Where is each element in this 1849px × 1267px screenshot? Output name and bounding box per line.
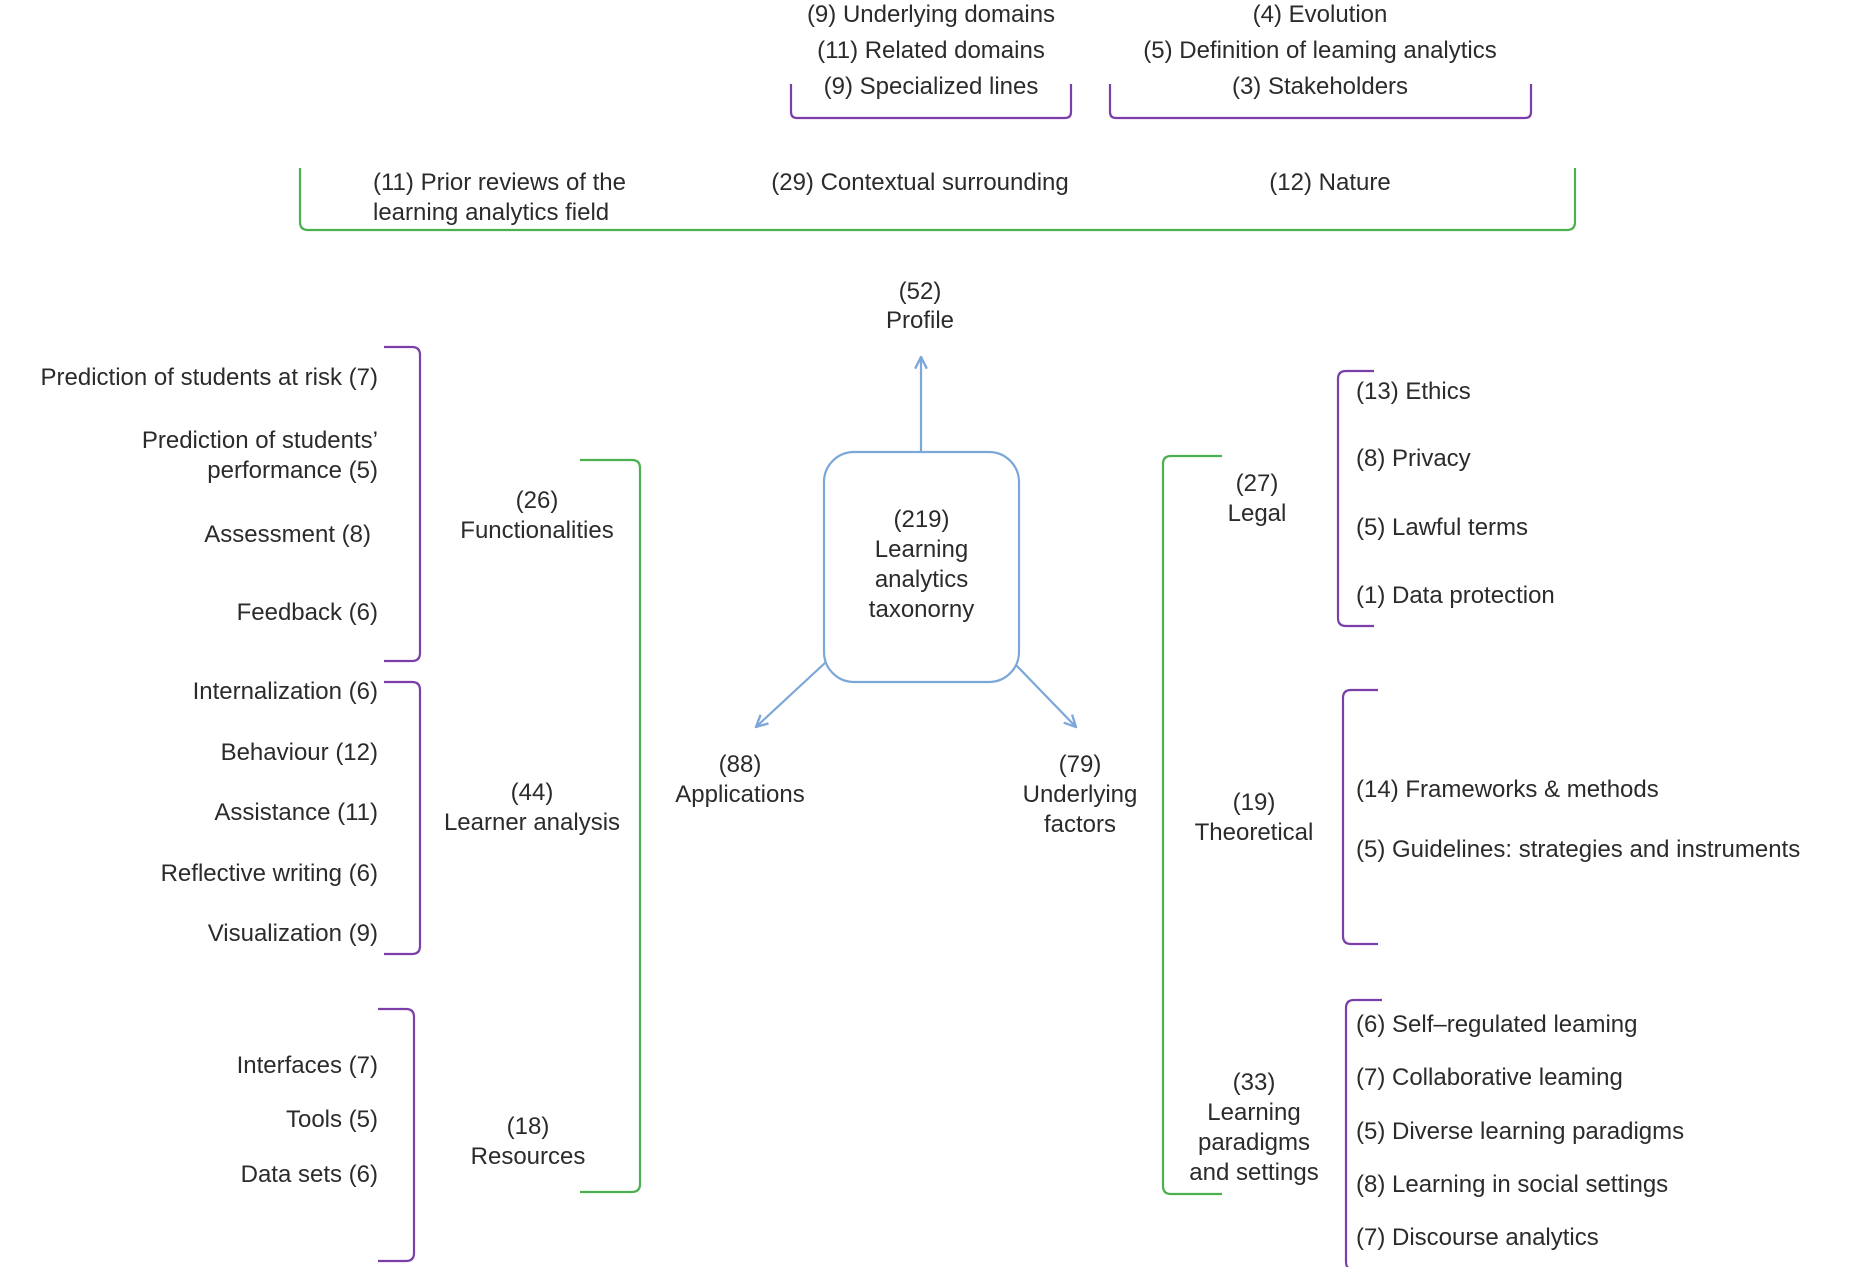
profile-label: Profile — [885, 307, 955, 334]
functionality-item: Prediction of students at risk (7) — [40, 364, 378, 391]
legal-item: (1) Data protection — [1356, 582, 1555, 609]
bracket-profile — [298, 168, 1577, 232]
functionality-item: Prediction of students’ — [141, 427, 378, 454]
paradigm-item: (8) Learning in social settings — [1356, 1171, 1669, 1198]
functionalities-label: Functionalities — [460, 517, 614, 544]
contextual-label: (29) Contextual surrounding — [771, 169, 1069, 196]
bracket-learner-analysis — [384, 680, 422, 956]
bracket-resources — [378, 1007, 416, 1263]
arrow-to-underlying — [1015, 664, 1076, 727]
bracket-legal — [1336, 369, 1374, 628]
nature-item: (4) Evolution — [1252, 1, 1388, 28]
paradigm-item: (5) Diverse learning paradigms — [1356, 1118, 1685, 1145]
bracket-paradigms — [1344, 998, 1382, 1267]
paradigms-count: (33) — [1232, 1069, 1276, 1096]
legal-item: (5) Lawful terms — [1356, 514, 1529, 541]
prior-reviews-label: (11) Prior reviews of the — [373, 169, 626, 196]
underlying-label: factors — [1043, 811, 1117, 838]
functionality-item: performance (5) — [207, 457, 378, 484]
theoretical-count: (19) — [1232, 789, 1276, 816]
learner-analysis-item: Internalization (6) — [192, 678, 378, 705]
legal-count: (27) — [1235, 470, 1279, 497]
resources-label: Resources — [470, 1143, 586, 1170]
resource-item: Tools (5) — [285, 1106, 378, 1133]
center-label: taxonorny — [868, 596, 975, 623]
underlying-label: Underlying — [1022, 781, 1138, 808]
nature-label: (12) Nature — [1269, 169, 1391, 196]
contextual-item: (9) Underlying domains — [806, 1, 1056, 28]
paradigm-item: (6) Self–regulated leaming — [1356, 1011, 1638, 1038]
learner-analysis-item: Reflective writing (6) — [160, 860, 378, 887]
theoretical-item: (14) Frameworks & methods — [1356, 776, 1659, 803]
bracket-theoretical — [1341, 688, 1378, 946]
paradigms-label: Learning — [1207, 1099, 1301, 1126]
legal-label: Legal — [1227, 500, 1287, 527]
theoretical-label: Theoretical — [1194, 819, 1314, 846]
learner-analysis-count: (44) — [510, 779, 554, 806]
applications-label: Applications — [675, 781, 805, 808]
nature-item: (3) Stakeholders — [1231, 73, 1409, 100]
paradigms-label: paradigms — [1197, 1129, 1311, 1156]
functionalities-count: (26) — [515, 487, 559, 514]
bracket-applications — [580, 458, 642, 1194]
applications-count: (88) — [718, 751, 762, 778]
center-label: analytics — [874, 566, 969, 593]
paradigms-label: and settings — [1189, 1159, 1319, 1186]
learner-analysis-item: Behaviour (12) — [220, 739, 378, 766]
resource-item: Interfaces (7) — [236, 1052, 378, 1079]
arrow-to-applications — [756, 661, 827, 727]
bracket-contextual — [789, 84, 1073, 120]
nature-item: (5) Definition of leaming analytics — [1143, 37, 1497, 64]
bracket-functionalities — [384, 345, 422, 663]
underlying-count: (79) — [1058, 751, 1102, 778]
prior-reviews-label-line2: learning analytics field — [373, 199, 610, 226]
paradigm-item: (7) Collaborative leaming — [1356, 1064, 1623, 1091]
functionality-item: Feedback (6) — [236, 599, 378, 626]
bracket-nature — [1108, 84, 1533, 120]
contextual-item: (9) Specialized lines — [823, 73, 1039, 100]
legal-item: (13) Ethics — [1356, 378, 1471, 405]
center-label: Learning — [874, 536, 969, 563]
bracket-underlying — [1161, 454, 1222, 1196]
legal-item: (8) Privacy — [1356, 445, 1471, 472]
resources-count: (18) — [506, 1113, 550, 1140]
learner-analysis-item: Visualization (9) — [207, 920, 378, 947]
learner-analysis-label: Learner analysis — [443, 809, 621, 836]
resource-item: Data sets (6) — [240, 1161, 378, 1188]
learner-analysis-item: Assistance (11) — [214, 799, 378, 826]
paradigm-item: (7) Discourse analytics — [1356, 1224, 1599, 1251]
theoretical-item: (5) Guidelines: strategies and instrumen… — [1356, 836, 1801, 863]
contextual-item: (11) Related domains — [817, 37, 1045, 64]
center-count: (219) — [893, 506, 950, 533]
functionality-item: Assessment (8) — [204, 521, 371, 548]
profile-count: (52) — [898, 278, 942, 305]
